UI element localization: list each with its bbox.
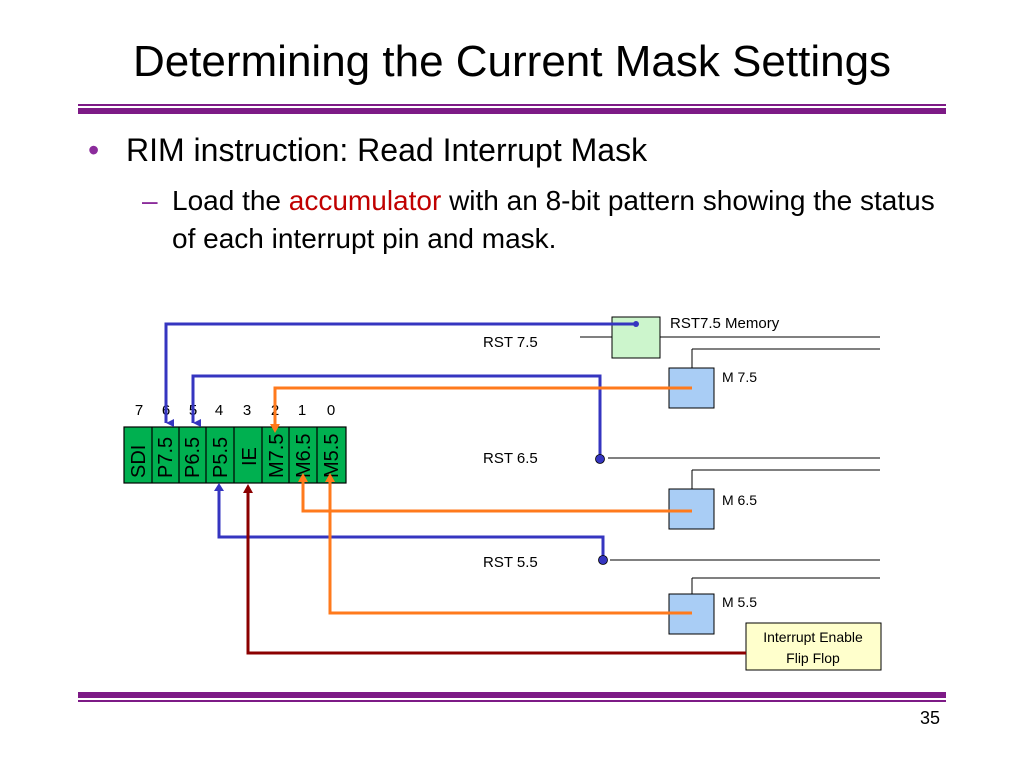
m55-wire	[328, 478, 692, 615]
mask-label: M 5.5	[722, 594, 757, 610]
accumulator-register: SDI P7.5 P6.5 P5.5 IE M7.5 M6.5 M5.5	[123, 426, 347, 484]
mask-label: M 7.5	[722, 369, 757, 385]
p65-wire	[191, 374, 602, 459]
register-bit-label: IE	[239, 447, 261, 466]
page-number: 35	[919, 708, 940, 728]
rst-label: RST 5.5	[483, 554, 538, 571]
rst-label: RST 6.5	[483, 450, 538, 467]
p75-wire	[164, 322, 636, 427]
mask-box-65: M 6.5	[668, 488, 757, 530]
bit-number: 7	[135, 402, 143, 419]
pending-wires	[164, 322, 636, 560]
bullet-dot-icon: •	[88, 132, 100, 168]
bit-number: 4	[215, 402, 223, 419]
m65-arrow-icon	[298, 473, 308, 482]
register-bit-label: P7.5	[155, 437, 177, 478]
bus-lines	[608, 336, 880, 596]
flipflop-label-line2: Flip Flop	[786, 650, 840, 666]
p55-wire	[217, 488, 605, 560]
bit-number: 1	[298, 402, 306, 419]
m75-wire	[273, 386, 692, 428]
junction-dot	[633, 321, 639, 327]
bit-number: 0	[327, 402, 335, 419]
register-bit-label: P6.5	[182, 437, 204, 478]
junction-dot	[595, 454, 605, 464]
rst75-memory-label: RST7.5 Memory	[670, 315, 780, 332]
accumulator-highlight: accumulator	[288, 185, 442, 216]
m55-arrow-icon	[325, 473, 335, 482]
register-bit-label: SDI	[128, 445, 150, 478]
register-bit-label: P5.5	[210, 437, 232, 478]
mask-wires	[273, 386, 692, 615]
sub-bullet-dash: –	[142, 185, 158, 216]
sub-text-end: with an 8-bit pattern showing the status…	[172, 185, 935, 254]
interrupt-enable-flipflop: Interrupt Enable Flip Flop	[745, 622, 882, 671]
p55-arrow-icon	[214, 483, 224, 491]
sub-bullet-text: Load the accumulator with an 8-bit patte…	[172, 182, 942, 258]
mask-label: M 6.5	[722, 492, 757, 508]
top-divider	[78, 104, 946, 114]
slide-title: Determining the Current Mask Settings	[132, 37, 892, 86]
bottom-divider	[78, 692, 946, 702]
sub-text-start: Load the	[172, 185, 289, 216]
register-bit-label: M7.5	[266, 434, 288, 478]
register-bit-label: M6.5	[293, 434, 315, 478]
register-bit-label: M5.5	[321, 434, 343, 478]
flipflop-label-line1: Interrupt Enable	[763, 629, 863, 645]
rst-label: RST 7.5	[483, 334, 538, 351]
ie-wire	[246, 490, 746, 655]
m75-arrow-icon	[270, 424, 280, 433]
bit-number: 3	[243, 402, 251, 419]
junction-dot	[598, 555, 608, 565]
bullet-text: RIM instruction: Read Interrupt Mask	[126, 132, 648, 168]
m65-wire	[301, 478, 692, 513]
ie-arrow-icon	[243, 484, 253, 493]
